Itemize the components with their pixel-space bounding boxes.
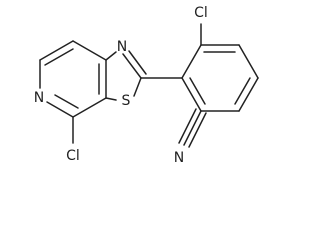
bond bbox=[238, 44, 259, 79]
bond bbox=[46, 101, 74, 118]
bond bbox=[44, 48, 74, 66]
bond bbox=[133, 77, 142, 97]
atom-label-n-nitrile: N bbox=[174, 150, 184, 166]
atom-label-n-thiazole: N bbox=[117, 39, 127, 55]
bond bbox=[188, 112, 207, 148]
bond bbox=[238, 77, 259, 112]
chemical-structure-diagram: Cl N S N Cl N bbox=[34, 5, 259, 166]
atom-label-cl-bottom: Cl bbox=[66, 148, 80, 164]
bond bbox=[178, 108, 197, 144]
bond bbox=[128, 50, 147, 75]
bond bbox=[54, 94, 79, 109]
atom-label-n-pyridine: N bbox=[34, 90, 44, 106]
nitrile-group bbox=[178, 108, 207, 148]
bond bbox=[189, 77, 206, 105]
bond bbox=[105, 97, 117, 101]
pyridine-ring bbox=[39, 40, 107, 118]
atom-label-cl-top: Cl bbox=[194, 5, 208, 21]
bond bbox=[181, 44, 202, 79]
bond bbox=[72, 97, 107, 118]
bond bbox=[181, 77, 202, 112]
bond bbox=[234, 77, 251, 105]
benzene-ring bbox=[181, 44, 259, 112]
thiazole-ring bbox=[105, 50, 147, 101]
bond bbox=[183, 110, 202, 146]
atom-label-s-thiazole: S bbox=[122, 93, 131, 109]
bond bbox=[122, 53, 142, 79]
bond bbox=[72, 40, 107, 61]
bond bbox=[105, 51, 117, 61]
bond bbox=[39, 40, 74, 61]
